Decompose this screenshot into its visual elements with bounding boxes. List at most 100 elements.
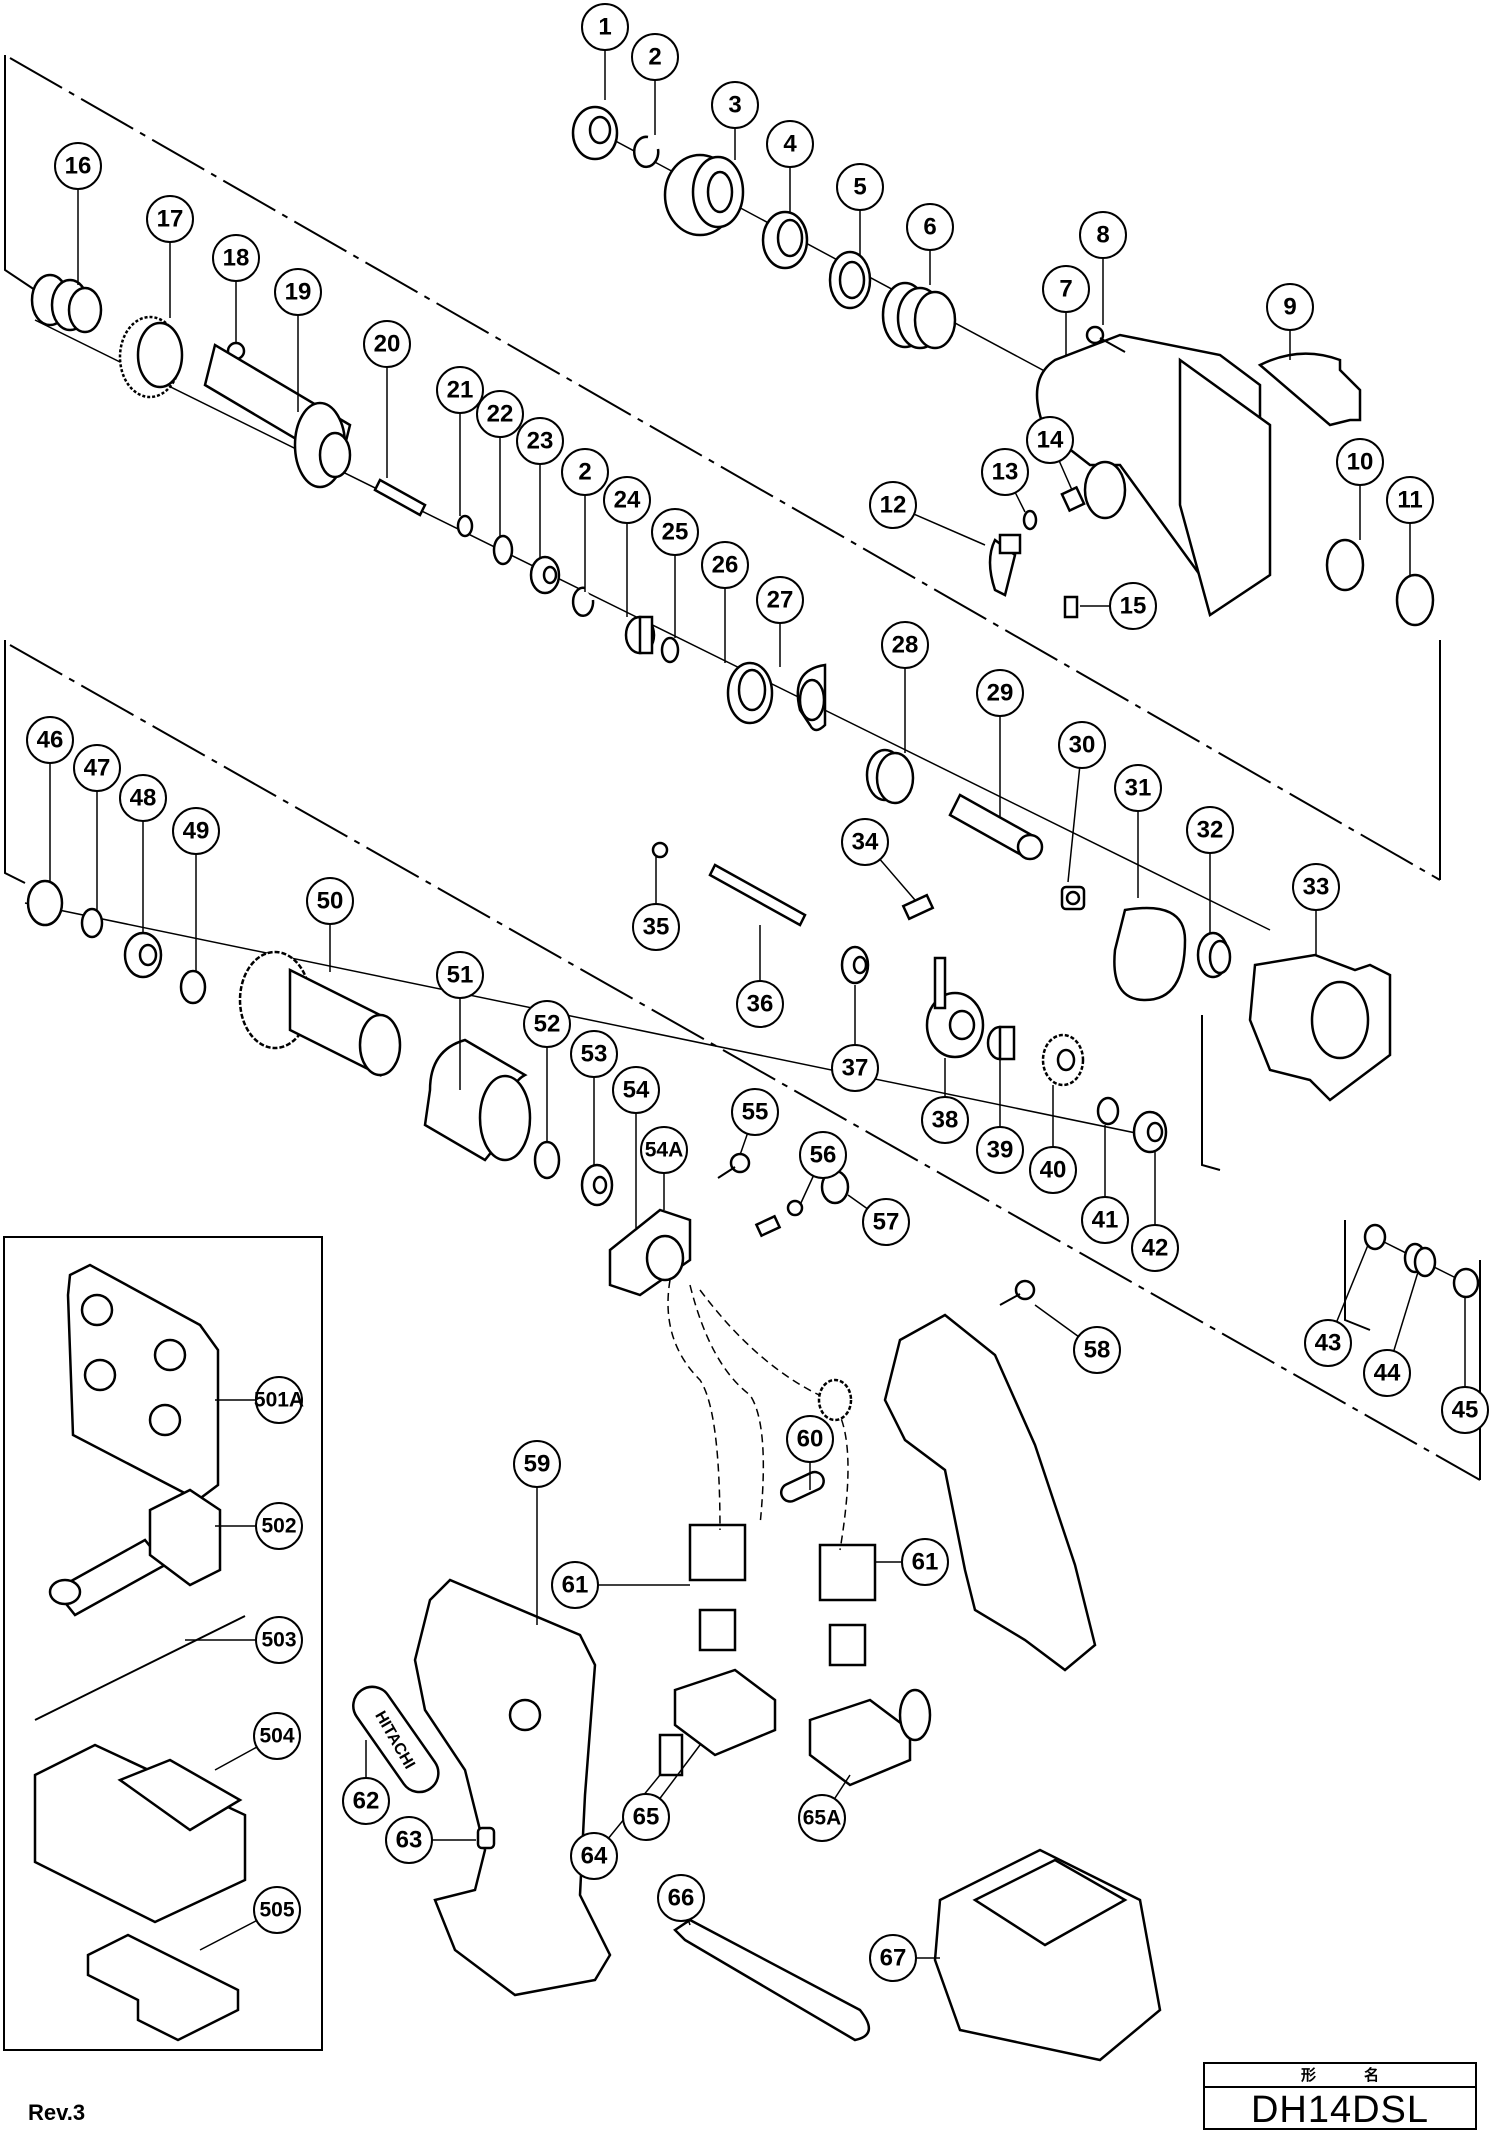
callout-p61a[interactable]: 61 xyxy=(551,1561,599,1609)
callout-p1[interactable]: 1 xyxy=(581,3,629,51)
callout-number: 38 xyxy=(932,1107,959,1134)
callout-circle xyxy=(513,1440,561,1488)
callout-p65[interactable]: 65 xyxy=(622,1793,670,1841)
callout-p62[interactable]: 62 xyxy=(342,1777,390,1825)
callout-p38[interactable]: 38 xyxy=(921,1096,969,1144)
callout-p65A[interactable]: 65A xyxy=(798,1794,846,1842)
callout-p29[interactable]: 29 xyxy=(976,669,1024,717)
part-47-washer xyxy=(80,907,104,939)
callout-p30[interactable]: 30 xyxy=(1058,721,1106,769)
callout-p26[interactable]: 26 xyxy=(701,541,749,589)
callout-p5[interactable]: 5 xyxy=(836,163,884,211)
callout-a501A[interactable]: 501A xyxy=(254,1376,304,1424)
callout-p55[interactable]: 55 xyxy=(731,1088,779,1136)
callout-p13[interactable]: 13 xyxy=(981,448,1029,496)
callout-p7[interactable]: 7 xyxy=(1042,265,1090,313)
callout-p47[interactable]: 47 xyxy=(73,744,121,792)
callout-a502[interactable]: 502 xyxy=(255,1502,303,1550)
callout-p67[interactable]: 67 xyxy=(869,1934,917,1982)
callout-p10[interactable]: 10 xyxy=(1336,438,1384,486)
part-28-spring xyxy=(865,748,915,805)
callout-p48[interactable]: 48 xyxy=(119,774,167,822)
callout-p22[interactable]: 22 xyxy=(476,390,524,438)
callout-p61b[interactable]: 61 xyxy=(901,1538,949,1586)
callout-p64[interactable]: 64 xyxy=(570,1832,618,1880)
callout-p36[interactable]: 36 xyxy=(736,980,784,1028)
callout-p24[interactable]: 24 xyxy=(603,476,651,524)
callout-p53[interactable]: 53 xyxy=(570,1030,618,1078)
callout-p2[interactable]: 2 xyxy=(631,33,679,81)
callout-p25[interactable]: 25 xyxy=(651,508,699,556)
callout-number: 49 xyxy=(183,818,210,845)
callout-p21[interactable]: 21 xyxy=(436,366,484,414)
callout-p9[interactable]: 9 xyxy=(1266,283,1314,331)
callout-p39[interactable]: 39 xyxy=(976,1126,1024,1174)
callout-number: 9 xyxy=(1283,294,1296,321)
callout-p2b[interactable]: 2 xyxy=(561,448,609,496)
callout-p40[interactable]: 40 xyxy=(1029,1146,1077,1194)
callout-p14[interactable]: 14 xyxy=(1026,416,1074,464)
model-header-char-2: 名 xyxy=(1364,2066,1380,2084)
callout-p63[interactable]: 63 xyxy=(385,1816,433,1864)
callout-p34[interactable]: 34 xyxy=(841,818,889,866)
callout-circle xyxy=(274,268,322,316)
callout-number: 66 xyxy=(668,1885,695,1912)
callout-p51[interactable]: 51 xyxy=(436,951,484,999)
callout-p46[interactable]: 46 xyxy=(26,716,74,764)
callout-bubbles: 1234567891011121314151617181920212223224… xyxy=(26,3,1489,1982)
callout-p43[interactable]: 43 xyxy=(1304,1319,1352,1367)
callout-p23[interactable]: 23 xyxy=(516,417,564,465)
callout-p49[interactable]: 49 xyxy=(172,807,220,855)
part-31-o-ring xyxy=(1113,906,1187,1002)
callout-p3[interactable]: 3 xyxy=(711,81,759,129)
callout-p32[interactable]: 32 xyxy=(1186,806,1234,854)
callout-p41[interactable]: 41 xyxy=(1081,1196,1129,1244)
callout-p50[interactable]: 50 xyxy=(306,877,354,925)
guide-lines xyxy=(4,55,1481,1481)
part-60-switch-lever xyxy=(779,1470,825,1503)
callout-p66[interactable]: 66 xyxy=(657,1874,705,1922)
callout-p42[interactable]: 42 xyxy=(1131,1224,1179,1272)
callout-p16[interactable]: 16 xyxy=(54,142,102,190)
callout-p17[interactable]: 17 xyxy=(146,195,194,243)
callout-p28[interactable]: 28 xyxy=(881,621,929,669)
callout-p6[interactable]: 6 xyxy=(906,203,954,251)
callout-p33[interactable]: 33 xyxy=(1292,863,1340,911)
callout-p15[interactable]: 15 xyxy=(1109,582,1157,630)
callout-circle xyxy=(976,669,1024,717)
callout-number: 40 xyxy=(1040,1157,1067,1184)
callout-p58[interactable]: 58 xyxy=(1073,1326,1121,1374)
callout-number: 39 xyxy=(987,1137,1014,1164)
callout-p44[interactable]: 44 xyxy=(1363,1349,1411,1397)
callout-p57[interactable]: 57 xyxy=(862,1198,910,1246)
callout-p12[interactable]: 12 xyxy=(869,481,917,529)
callout-p20[interactable]: 20 xyxy=(363,320,411,368)
callout-p60[interactable]: 60 xyxy=(786,1415,834,1463)
part-39-needle-bearing xyxy=(986,1025,1016,1061)
callout-a505[interactable]: 505 xyxy=(253,1886,301,1934)
callout-circle xyxy=(831,1044,879,1092)
callout-p4[interactable]: 4 xyxy=(766,120,814,168)
callout-p45[interactable]: 45 xyxy=(1441,1386,1489,1434)
callout-a503[interactable]: 503 xyxy=(255,1616,303,1664)
callout-p56[interactable]: 56 xyxy=(799,1131,847,1179)
callout-number: 50 xyxy=(317,888,344,915)
callout-number: 7 xyxy=(1059,276,1072,303)
callout-p27[interactable]: 27 xyxy=(756,576,804,624)
callout-number: 14 xyxy=(1037,427,1064,454)
part-50-armature xyxy=(238,950,402,1078)
callout-p37[interactable]: 37 xyxy=(831,1044,879,1092)
part-46-o-ring xyxy=(26,879,64,927)
callout-number: 21 xyxy=(447,377,474,404)
callout-p18[interactable]: 18 xyxy=(212,234,260,282)
callout-p52[interactable]: 52 xyxy=(523,1000,571,1048)
callout-a504[interactable]: 504 xyxy=(253,1712,301,1760)
callout-p54A[interactable]: 54A xyxy=(640,1126,688,1174)
callout-p31[interactable]: 31 xyxy=(1114,764,1162,812)
callout-p11[interactable]: 11 xyxy=(1386,476,1434,524)
callout-p35[interactable]: 35 xyxy=(632,903,680,951)
callout-p8[interactable]: 8 xyxy=(1079,211,1127,259)
callout-p19[interactable]: 19 xyxy=(274,268,322,316)
callout-p59[interactable]: 59 xyxy=(513,1440,561,1488)
callout-p54[interactable]: 54 xyxy=(612,1066,660,1114)
